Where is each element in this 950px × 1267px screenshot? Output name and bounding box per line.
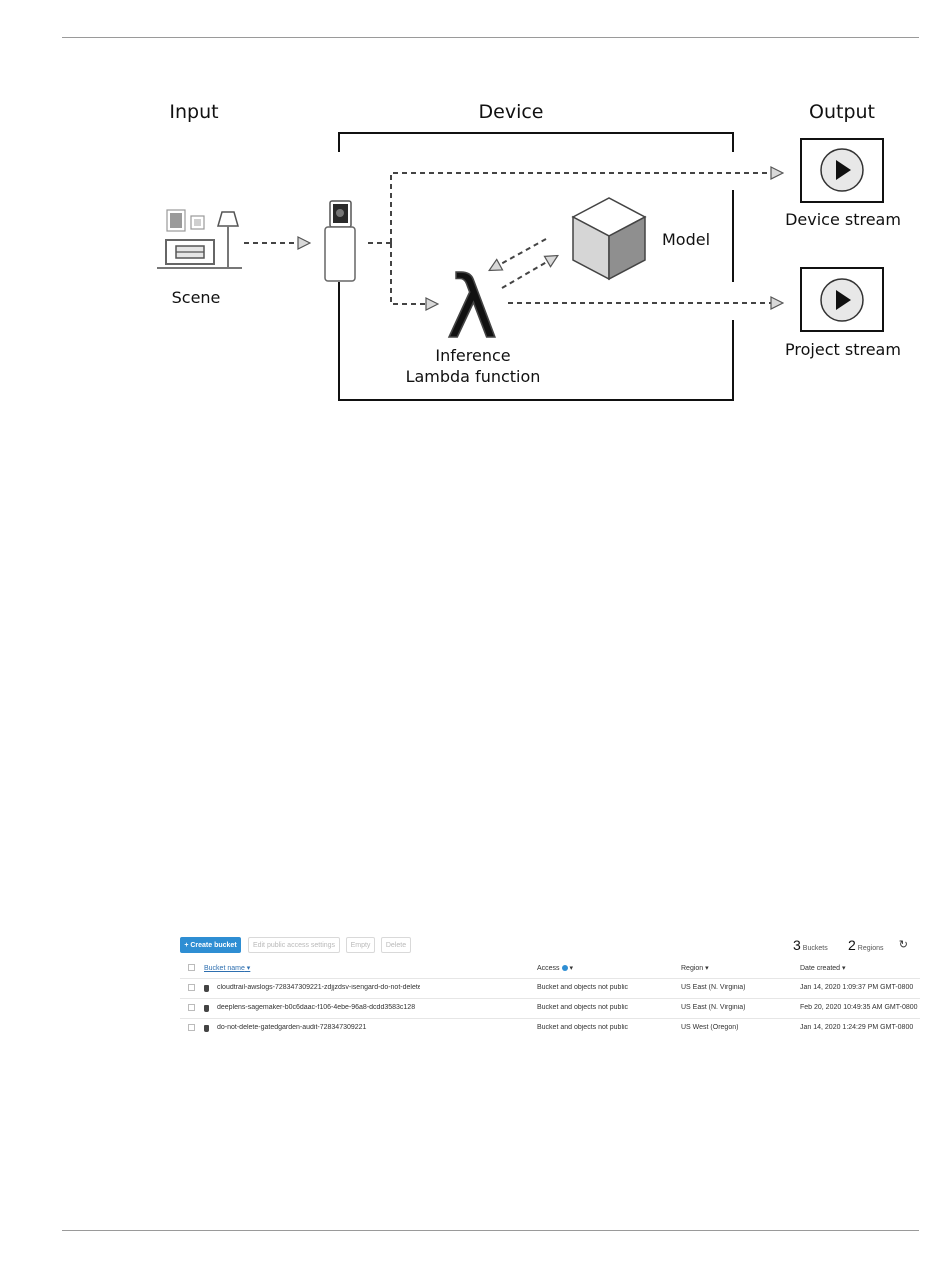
model-to-lambda-arrow (490, 239, 546, 270)
column-bucket-name-label: Bucket name (204, 965, 245, 972)
buckets-table: Bucket name ▾ Access ▾ Region ▾ Date cre… (180, 959, 920, 1038)
row-checkbox[interactable] (188, 1004, 195, 1011)
column-bucket-name[interactable]: Bucket name ▾ (204, 964, 419, 972)
bucket-access: Bucket and objects not public (537, 1024, 667, 1031)
delete-button[interactable]: Delete (381, 937, 411, 953)
regions-count-value: 2 (848, 937, 856, 953)
bucket-region: US West (Oregon) (681, 1024, 791, 1031)
lambda-label-line1: Inference (435, 346, 510, 365)
project-stream-label: Project stream (785, 340, 901, 359)
lambda-icon: λ (447, 258, 498, 358)
row-checkbox[interactable] (188, 984, 195, 991)
bucket-name-link[interactable]: do-not-delete-gatedgarden-audit-72834730… (217, 1024, 420, 1031)
bucket-region: US East (N. Virginia) (681, 984, 791, 991)
bucket-date-created: Jan 14, 2020 1:09:37 PM GMT-0800 (800, 984, 920, 991)
lambda-to-model-arrow (502, 256, 557, 288)
bottom-rule (62, 1230, 919, 1231)
s3-bucket-list: + Create bucket Edit public access setti… (180, 935, 920, 955)
table-row[interactable]: cloudtrail-awslogs-728347309221-zdjjzdsv… (180, 979, 920, 999)
deeplens-architecture-diagram: Input Device Output Scene λ Inference La… (0, 0, 950, 420)
bucket-icon (204, 985, 209, 992)
bucket-date-created: Feb 20, 2020 10:49:35 AM GMT-0800 (800, 1004, 920, 1011)
device-boundary (339, 133, 733, 152)
bucket-icon (204, 1025, 209, 1032)
project-stream-play-icon (801, 268, 883, 331)
scene-label: Scene (172, 288, 221, 307)
bucket-access: Bucket and objects not public (537, 1004, 667, 1011)
column-region[interactable]: Region ▾ (681, 964, 791, 972)
bucket-name-link[interactable]: cloudtrail-awslogs-728347309221-zdjjzdsv… (217, 984, 420, 991)
bucket-region: US East (N. Virginia) (681, 1004, 791, 1011)
column-date-created-label: Date created (800, 965, 840, 972)
row-checkbox[interactable] (188, 1024, 195, 1031)
camera-to-lambda-arrow (391, 243, 437, 304)
model-cube-icon (573, 198, 645, 279)
column-access-label: Access (537, 965, 560, 972)
regions-count-label: Regions (858, 945, 884, 952)
bucket-access: Bucket and objects not public (537, 984, 667, 991)
bucket-icon (204, 1005, 209, 1012)
device-heading: Device (479, 101, 544, 123)
output-heading: Output (809, 101, 875, 123)
bucket-name-link[interactable]: deeplens-sagemaker-b0c6daac-f106-4ebe-96… (217, 1004, 420, 1011)
column-date-created[interactable]: Date created ▾ (800, 964, 920, 972)
buckets-count-value: 3 (793, 937, 801, 953)
s3-toolbar: + Create bucket Edit public access setti… (180, 935, 920, 955)
bucket-date-created: Jan 14, 2020 1:24:29 PM GMT-0800 (800, 1024, 920, 1031)
table-header: Bucket name ▾ Access ▾ Region ▾ Date cre… (180, 959, 920, 979)
device-stream-play-icon (801, 139, 883, 202)
edit-public-access-button[interactable]: Edit public access settings (248, 937, 340, 953)
input-heading: Input (169, 101, 218, 123)
buckets-count-label: Buckets (803, 945, 828, 952)
refresh-icon[interactable]: ↻ (899, 938, 908, 951)
column-access[interactable]: Access ▾ (537, 964, 667, 972)
scene-icon (157, 210, 242, 268)
info-icon[interactable] (562, 965, 568, 971)
create-bucket-button[interactable]: + Create bucket (180, 937, 241, 953)
empty-button[interactable]: Empty (346, 937, 375, 953)
model-label: Model (662, 230, 710, 249)
device-stream-label: Device stream (785, 210, 901, 229)
select-all-checkbox[interactable] (188, 964, 195, 971)
lambda-label-line2: Lambda function (406, 367, 541, 386)
table-row[interactable]: deeplens-sagemaker-b0c6daac-f106-4ebe-96… (180, 999, 920, 1019)
deeplens-camera-icon (325, 201, 355, 281)
table-row[interactable]: do-not-delete-gatedgarden-audit-72834730… (180, 1019, 920, 1038)
column-region-label: Region (681, 965, 703, 972)
